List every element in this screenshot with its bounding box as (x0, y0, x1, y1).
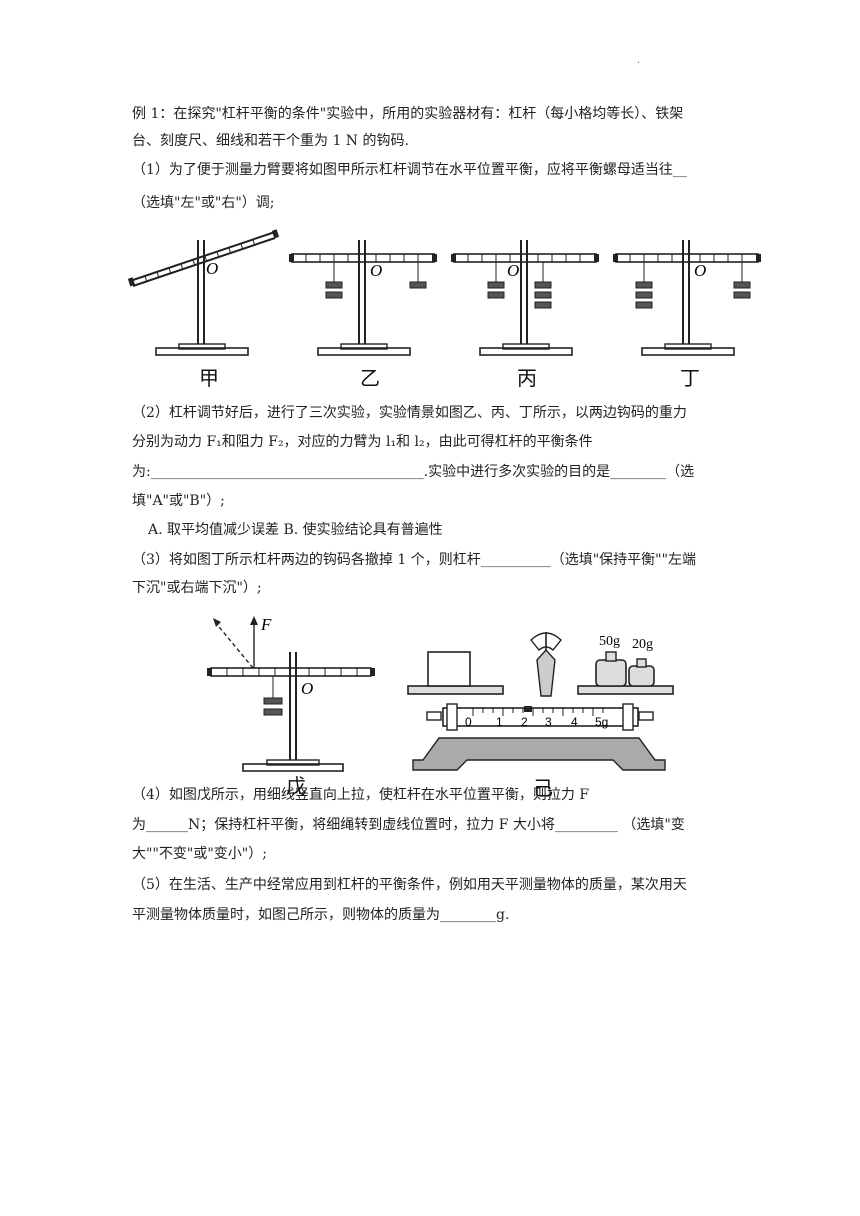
pivot-label: O (301, 679, 313, 698)
scale-tick: 4 (571, 715, 578, 729)
pivot-label: O (507, 261, 519, 280)
force-label: F (260, 615, 272, 634)
figure-ji: 50g 20g 0 1 2 3 4 5g (407, 632, 674, 771)
label-wu: 戊 (286, 774, 306, 798)
corner-mark: · (637, 58, 641, 69)
label-bing: 丙 (517, 366, 537, 390)
label-yi: 乙 (360, 366, 380, 390)
weight-50-label: 50g (599, 634, 620, 649)
figure-ding: O (613, 240, 761, 356)
scale-tick: 0 (465, 715, 472, 729)
label-ji: 己 (533, 776, 553, 800)
text-line: 例 1：在探究"杠杆平衡的条件"实验中，所用的实验器材有：杠杆（每小格均等长）、… (132, 106, 684, 122)
label-ding: 丁 (680, 366, 700, 390)
pivot-label: O (694, 261, 706, 280)
text-line: 大""不变"或"变小"）; (132, 846, 267, 862)
lever-figures-row: O O (127, 229, 761, 356)
text-line: 台、刻度尺、细线和若干个重为 1 N 的钩码. (132, 133, 409, 149)
text-line: （2）杠杆调节好后，进行了三次实验，实验情景如图乙、丙、丁所示，以两边钩码的重力 (132, 405, 687, 421)
text-line: 下沉"或右端下沉"）; (132, 580, 262, 596)
text-line: （4）如图戊所示，用细线竖直向上拉，使杠杆在水平位置平衡，则拉力 F (132, 787, 590, 803)
figure-yi: O (289, 240, 437, 356)
figure-jia: O (127, 229, 280, 356)
scale-tick: 2 (521, 715, 528, 729)
text-line: 平测量物体质量时，如图己所示，则物体的质量为________g. (132, 907, 510, 923)
text-line: 填"A"或"B"）; (132, 493, 225, 509)
text-line: 为______N；保持杠杆平衡，将细绳转到虚线位置时，拉力 F 大小将_____… (132, 817, 685, 833)
figure-bing: O (451, 240, 599, 356)
text-line: 分别为动力 F₁和阻力 F₂，对应的力臂为 l₁和 l₂，由此可得杠杆的平衡条件 (132, 434, 593, 450)
text-line: 为:______________________________________… (132, 464, 695, 480)
pivot-label: O (370, 261, 382, 280)
text-line: A. 取平均值减少误差 B. 使实验结论具有普遍性 (148, 522, 443, 538)
text-line: （3）将如图丁所示杠杆两边的钩码各撤掉 1 个，则杠杆__________（选填… (132, 552, 697, 568)
scale-tick: 5g (595, 715, 608, 729)
text-line: （选填"左"或"右"）调; (132, 195, 275, 211)
scale-tick: 3 (545, 715, 552, 729)
figure-wu: F O (207, 615, 375, 772)
label-jia: 甲 (199, 366, 219, 390)
text-line: （5）在生活、生产中经常应用到杠杆的平衡条件，例如用天平测量物体的质量，某次用天 (132, 877, 687, 893)
text-line: （1）为了便于测量力臂要将如图甲所示杠杆调节在水平位置平衡，应将平衡螺母适当往_… (132, 162, 687, 178)
scale-tick: 1 (496, 715, 503, 729)
weight-20-label: 20g (632, 637, 653, 652)
pivot-label: O (206, 259, 218, 278)
